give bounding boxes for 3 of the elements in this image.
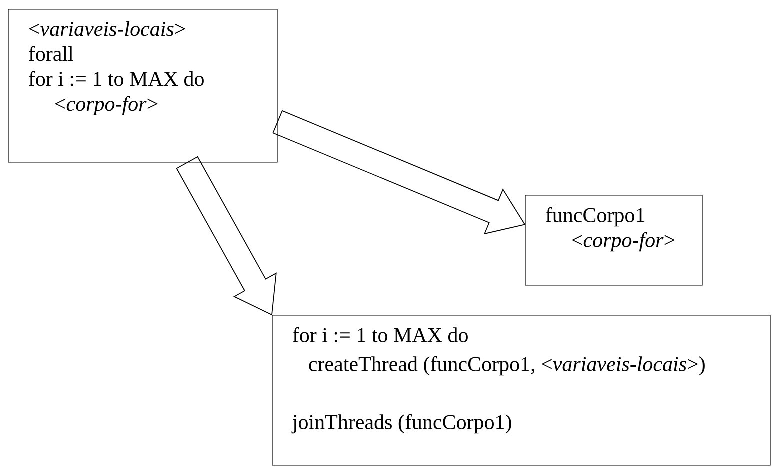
code-box: <variaveis-locais> forall for i := 1 to MAX do <corpo-for>: [8, 9, 278, 163]
code-box: for i := 1 to MAX do createThread (funcCorpo1, <variaveis-locais>) joinThreads (funcCorpo1): [272, 315, 771, 466]
code-box: funcCorpo1 <corpo-for>: [525, 195, 703, 286]
